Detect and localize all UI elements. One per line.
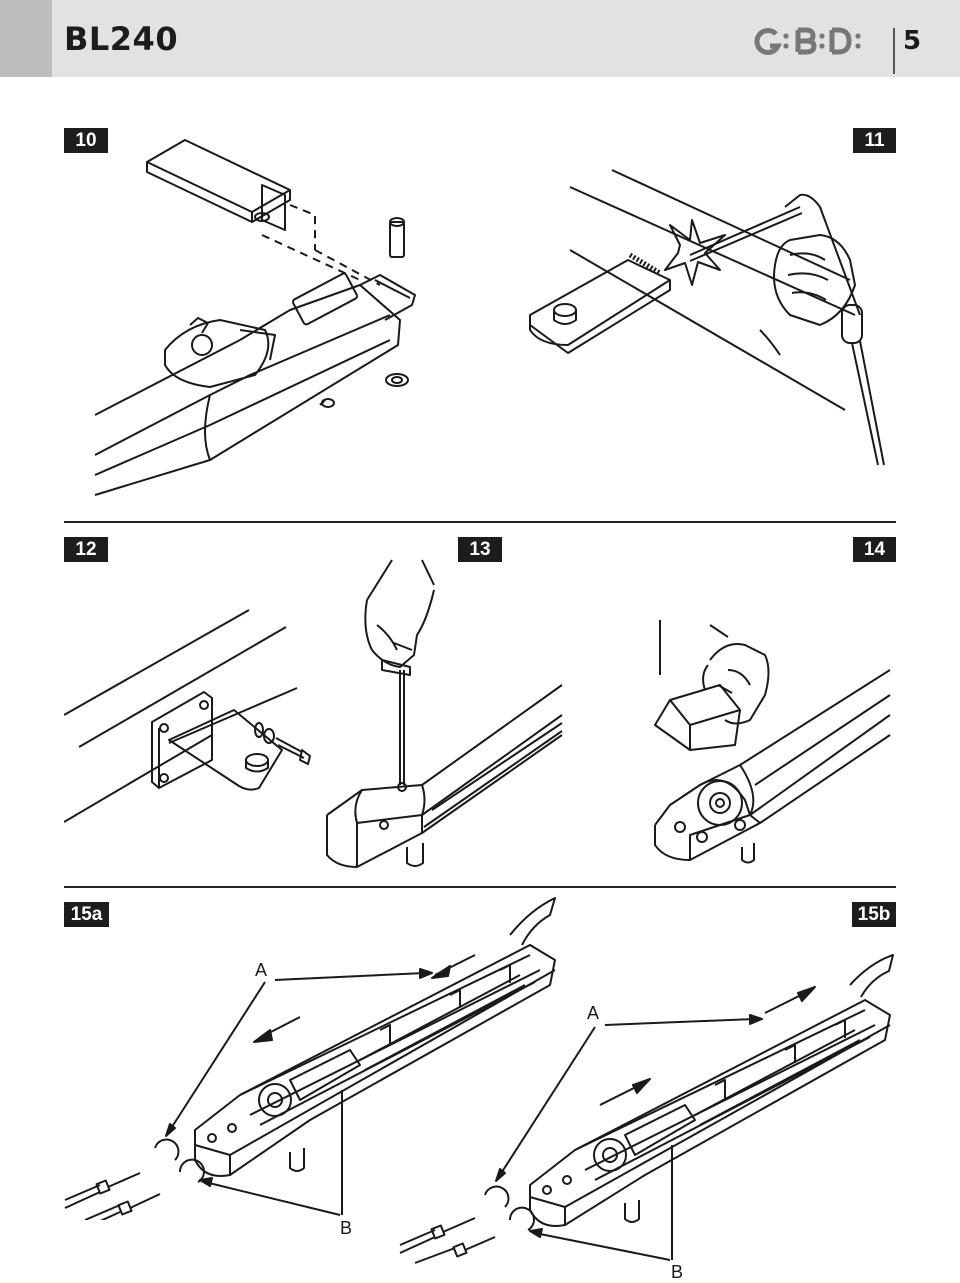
bracket-mount-illustration	[90, 135, 430, 510]
figure-label-15b: 15b	[852, 902, 896, 927]
callout-a-15b: A	[587, 1003, 600, 1023]
callout-a-15a: A	[255, 960, 268, 980]
figure-label-12: 12	[64, 537, 108, 562]
section-divider-1	[64, 521, 896, 523]
gibidi-logo	[754, 26, 866, 56]
callout-b-15b: B	[671, 1262, 684, 1282]
figure-label-14: 14	[853, 537, 896, 562]
limit-stop-adjust-illustration-a	[60, 890, 560, 1220]
header-divider	[893, 28, 895, 74]
figure-label-10: 10	[64, 128, 108, 153]
figure-label-15a: 15a	[64, 902, 109, 927]
figure-label-11: 11	[853, 128, 896, 153]
figure-label-13: 13	[458, 537, 502, 562]
page-number: 5	[903, 26, 922, 56]
header-tab	[0, 0, 52, 77]
bolt-bracket-illustration	[64, 600, 314, 825]
limit-stop-adjust-illustration-b	[395, 945, 895, 1265]
welding-illustration	[520, 165, 890, 475]
callout-b-15a: B	[340, 1218, 353, 1238]
page-title: BL240	[64, 20, 179, 58]
page-header: BL240 5	[0, 0, 960, 77]
screwdriver-illustration	[322, 555, 567, 870]
cover-removal-illustration	[650, 615, 898, 870]
section-divider-2	[64, 886, 896, 888]
